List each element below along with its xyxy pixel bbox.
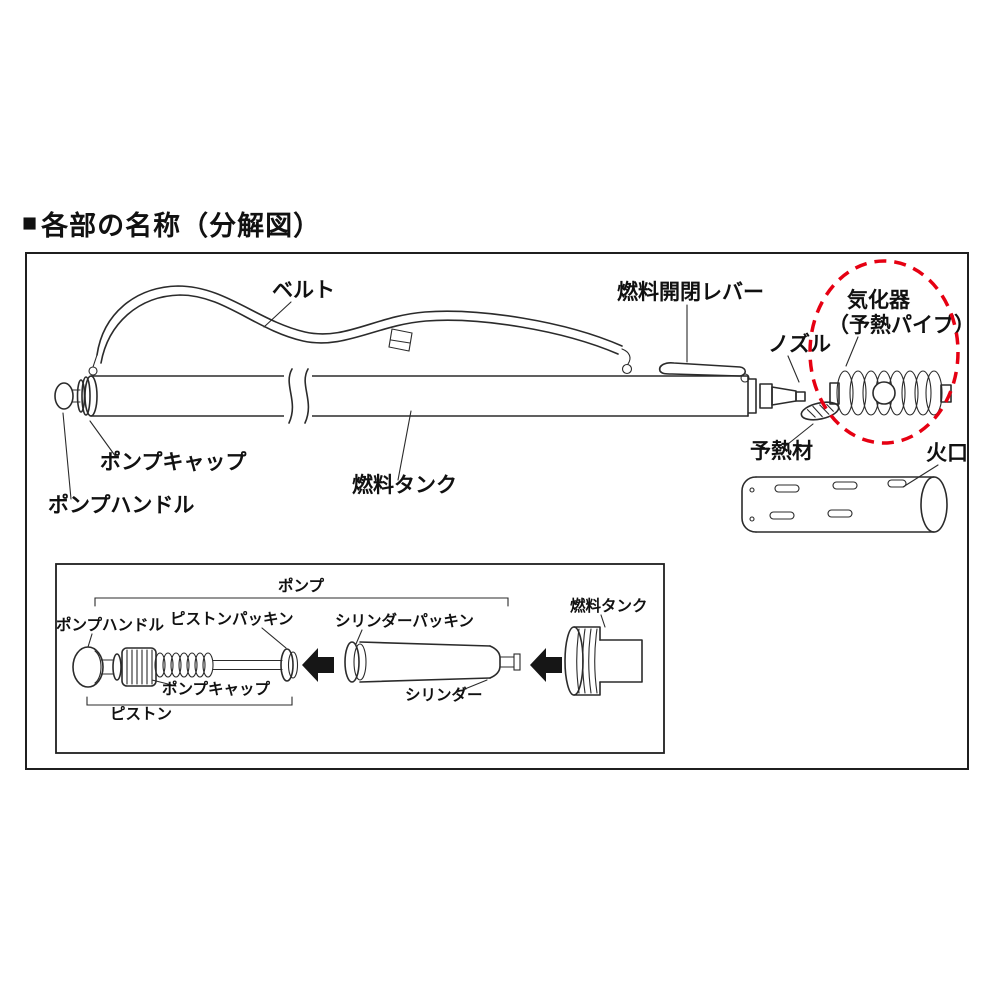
assembly-arrow-left-1 — [302, 648, 334, 682]
inset-label-pump: ポンプ — [278, 576, 325, 595]
inset-label-piston: ピストン — [110, 705, 172, 723]
inset-label-cylinder: シリンダー — [405, 685, 483, 704]
label-burner-head: 火口 — [926, 442, 967, 465]
inset-labels: ポンプハンドル ピストンパッキン シリンダーパッキン 燃料タンク ポンプキャップ… — [56, 596, 648, 723]
inset-label-pump-cap: ポンプキャップ — [162, 679, 271, 698]
inset-piston-drawing — [212, 648, 299, 682]
belt-drawing — [88, 285, 633, 376]
inset-fuel-tank-drawing — [564, 626, 643, 696]
burner-head-drawing — [741, 476, 948, 533]
main-labels: ベルト 燃料開閉レバー 気化器 （予熱パイプ） ノズル 予熱材 火口 ポンプキャ… — [48, 279, 967, 517]
inset-pump-cap-drawing — [121, 647, 157, 687]
vaporizer-coil-drawing — [829, 370, 952, 416]
inset-pump-handle-drawing — [72, 646, 122, 688]
fuel-lever-drawing — [658, 362, 750, 383]
label-preheat-material: 予熱材 — [750, 439, 813, 463]
inset-label-cylinder-packing: シリンダーパッキン — [335, 611, 474, 630]
label-pump-cap: ポンプキャップ — [100, 450, 247, 474]
label-vaporizer-line1: 気化器 — [847, 288, 911, 312]
torch-exploded-diagram: ベルト 燃料開閉レバー 気化器 （予熱パイプ） ノズル 予熱材 火口 ポンプキャ… — [48, 259, 967, 754]
section-title: ■ 各部の名称（分解図） — [22, 204, 321, 243]
inset-label-piston-packing: ピストンパッキン — [170, 610, 294, 628]
label-nozzle: ノズル — [768, 332, 831, 356]
diagram-box: ベルト 燃料開閉レバー 気化器 （予熱パイプ） ノズル 予熱材 火口 ポンプキャ… — [25, 252, 969, 770]
nozzle-drawing — [759, 383, 806, 409]
label-fuel-tank: 燃料タンク — [352, 473, 457, 497]
assembly-arrow-left-2 — [530, 648, 562, 682]
label-belt: ベルト — [272, 279, 335, 302]
inset-cylinder-drawing — [344, 641, 521, 683]
fuel-tank-drawing — [54, 368, 757, 424]
vaporizer-highlight-ellipse — [808, 259, 960, 445]
page-title: 各部の名称（分解図） — [41, 211, 322, 241]
label-fuel-lever: 燃料開閉レバー — [617, 280, 764, 304]
label-vaporizer-line2: （予熱パイプ） — [828, 313, 967, 337]
label-pump-handle: ポンプハンドル — [48, 493, 194, 517]
pump-inset: ポンプ — [55, 563, 665, 754]
inset-label-pump-handle: ポンプハンドル — [56, 615, 165, 634]
section-marker-icon: ■ — [22, 209, 39, 237]
inset-label-fuel-tank: 燃料タンク — [570, 596, 648, 615]
inset-spring-drawing — [154, 652, 214, 678]
